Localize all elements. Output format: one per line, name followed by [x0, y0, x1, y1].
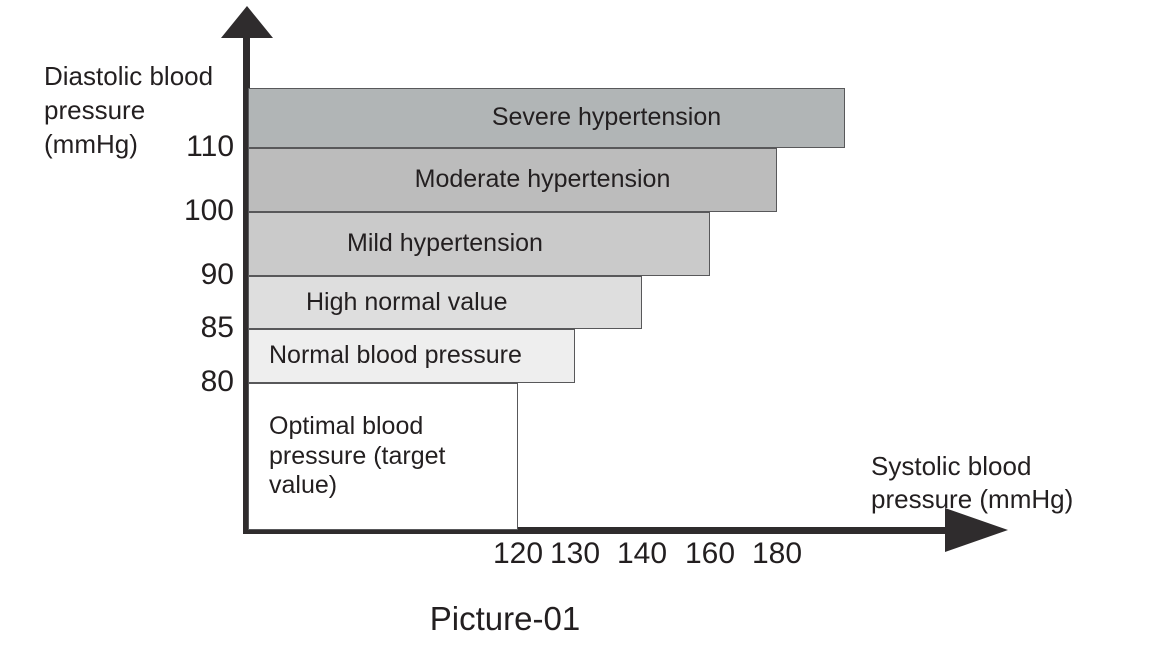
figure-caption: Picture-01: [429, 600, 581, 637]
y-tick-80: 80: [200, 365, 234, 398]
y-tick-110: 110: [186, 130, 234, 163]
region-moderate-hypertension: Moderate hypertension: [248, 148, 777, 212]
x-tick-130: 130: [549, 537, 601, 570]
region-label-moderate-hypertension: Moderate hypertension: [414, 165, 671, 194]
region-optimal-blood-pressure: Optimal blood pressure (target value): [248, 383, 518, 530]
x-tick-140: 140: [616, 537, 668, 570]
region-label-optimal-blood-pressure: Optimal blood pressure (target value): [269, 412, 446, 499]
y-axis-arrow-icon: [221, 6, 273, 38]
y-tick-85: 85: [200, 311, 234, 344]
region-label-mild-hypertension: Mild hypertension: [347, 229, 543, 258]
y-axis-line: [243, 26, 250, 534]
region-label-normal-blood-pressure: Normal blood pressure: [269, 341, 522, 370]
region-severe-hypertension: Severe hypertension: [248, 88, 845, 148]
region-label-high-normal-value: High normal value: [306, 287, 508, 316]
y-tick-90: 90: [200, 258, 234, 291]
x-axis-title: Systolic blood pressure (mmHg): [871, 451, 1074, 514]
x-tick-120: 120: [492, 537, 544, 570]
x-axis-arrow-icon: [945, 508, 1008, 552]
x-axis-line: [243, 527, 950, 534]
x-tick-160: 160: [684, 537, 736, 570]
x-tick-180: 180: [751, 537, 803, 570]
y-axis-title: Diastolic blood pressure (mmHg): [44, 61, 214, 159]
region-normal-blood-pressure: Normal blood pressure: [248, 329, 575, 383]
region-high-normal-value: High normal value: [248, 276, 642, 329]
region-mild-hypertension: Mild hypertension: [248, 212, 710, 276]
y-tick-100: 100: [183, 194, 234, 227]
region-label-severe-hypertension: Severe hypertension: [491, 103, 722, 132]
